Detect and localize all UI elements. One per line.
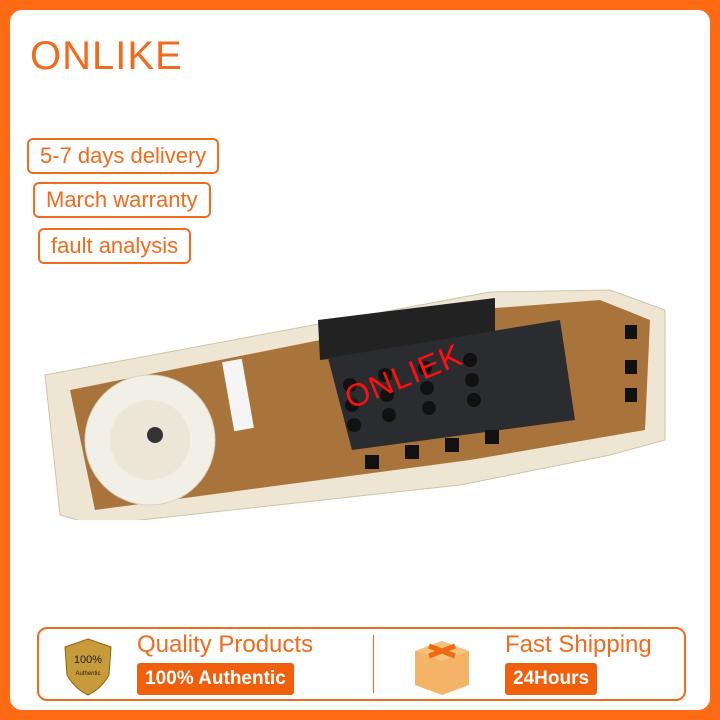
tag-fault-analysis: fault analysis — [38, 228, 192, 264]
quality-products-title: Quality Products — [137, 631, 314, 658]
tag-delivery: 5-7 days delivery — [27, 138, 220, 174]
badge-subtext: Authentic — [75, 671, 100, 677]
control-board-photo — [44, 289, 666, 520]
brand-name: ONLIKE — [30, 34, 183, 78]
badge-text: 100% — [74, 654, 102, 666]
hours-pill: 24Hours — [505, 663, 598, 695]
authentic-pill: 100% Authentic — [137, 663, 294, 695]
tag-warranty: March warranty — [33, 182, 211, 218]
feature-banner: 100% Authentic Quality Products 100% Aut… — [37, 627, 686, 701]
divider — [373, 635, 374, 693]
fast-shipping-title: Fast Shipping — [505, 631, 652, 658]
gold-shield-badge-icon: 100% Authentic — [64, 638, 112, 696]
package-box-icon — [415, 641, 469, 695]
